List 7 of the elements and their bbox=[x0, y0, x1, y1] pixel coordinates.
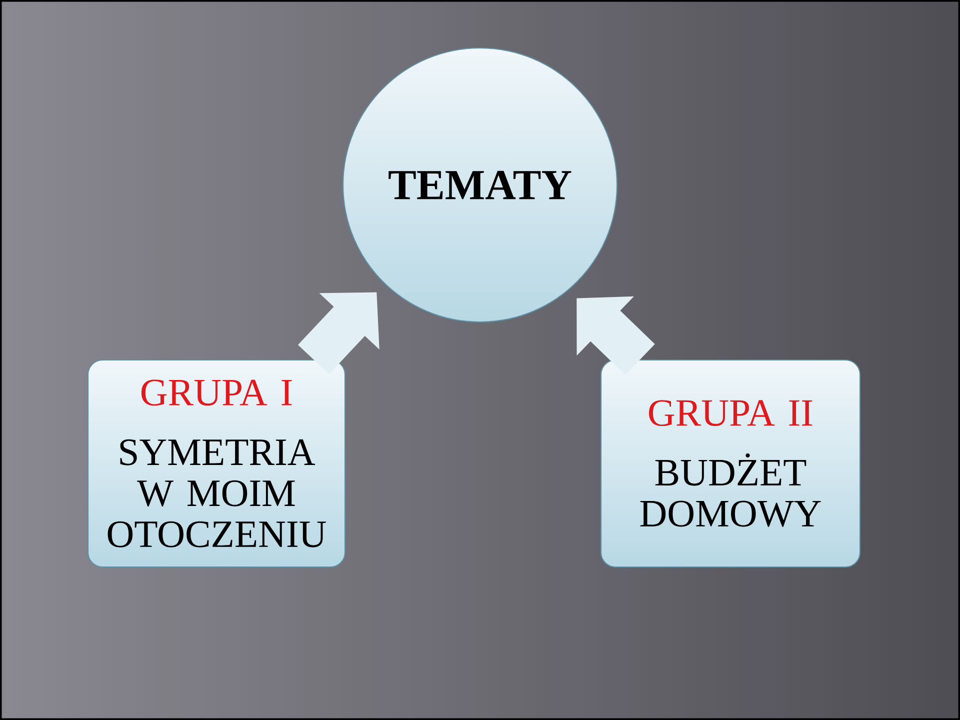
group-heading: GRUPA I bbox=[141, 380, 292, 406]
topic-text: SYMETRIA W MOIM OTOCZENIU bbox=[108, 439, 326, 548]
group-box bbox=[87, 359, 346, 568]
topic-text: BUDŻET DOMOWY bbox=[640, 453, 821, 527]
group-box bbox=[600, 359, 861, 568]
title-text: TEMATY bbox=[388, 170, 572, 200]
group-heading: GRUPA II bbox=[649, 400, 812, 426]
